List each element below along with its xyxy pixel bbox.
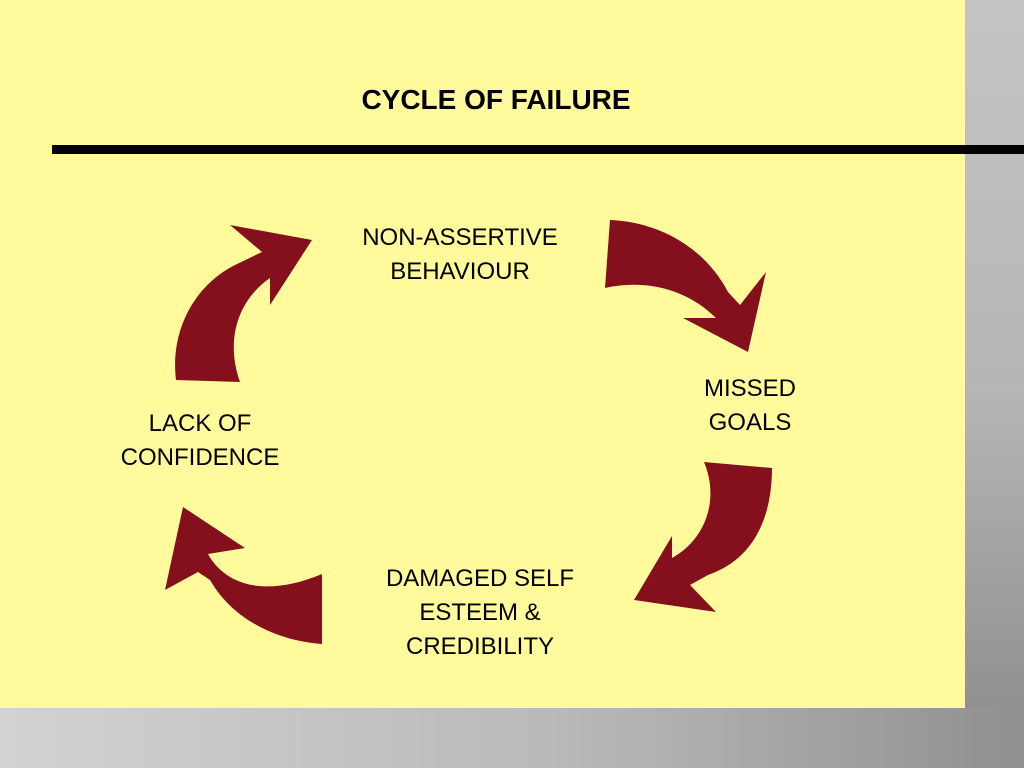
slide-shadow-right [965, 0, 1024, 768]
arrow-bottom-to-left [165, 507, 322, 644]
slide-background [0, 0, 965, 708]
arrow-left-to-top [175, 225, 312, 382]
slide-title: CYCLE OF FAILURE [361, 84, 631, 115]
node-lack-of-confidence: LACK OF CONFIDENCE [120, 410, 280, 471]
node-damaged-self-esteem: DAMAGED SELF ESTEEM & CREDIBILITY [385, 565, 575, 660]
arrow-right-to-bottom [634, 462, 772, 612]
title-divider [52, 145, 1024, 154]
node-non-assertive-behaviour: NON-ASSERTIVE BEHAVIOUR [362, 224, 558, 285]
arrow-top-to-right [605, 220, 766, 352]
node-missed-goals: MISSED GOALS [703, 375, 796, 436]
slide-shadow-bottom [0, 708, 1024, 768]
